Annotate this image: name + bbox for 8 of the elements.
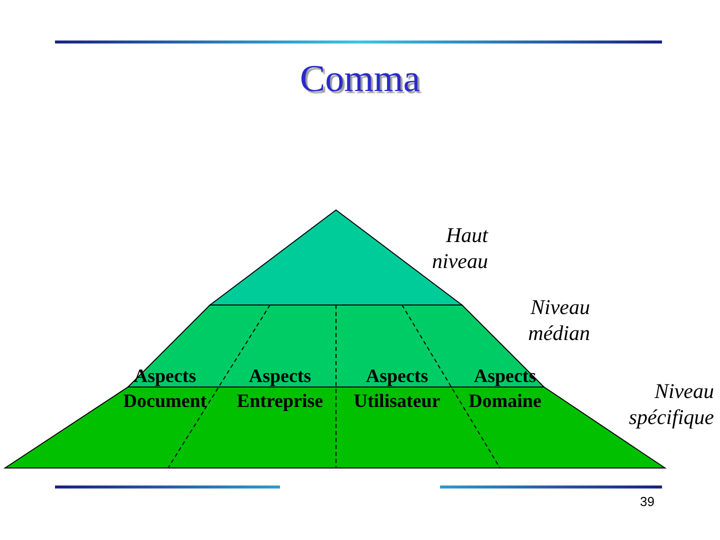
aspect-label: Aspects Domaine (468, 365, 542, 414)
level-label: Haut niveau (431, 222, 488, 274)
level-label: Niveau médian (527, 294, 590, 346)
aspect-label: Aspects Entreprise (236, 365, 324, 414)
page-number: 39 (640, 494, 654, 510)
aspect-label: Aspects Utilisateur (352, 365, 442, 414)
title: Comma (298, 57, 422, 102)
level-label: Niveau spécifique (628, 378, 714, 430)
